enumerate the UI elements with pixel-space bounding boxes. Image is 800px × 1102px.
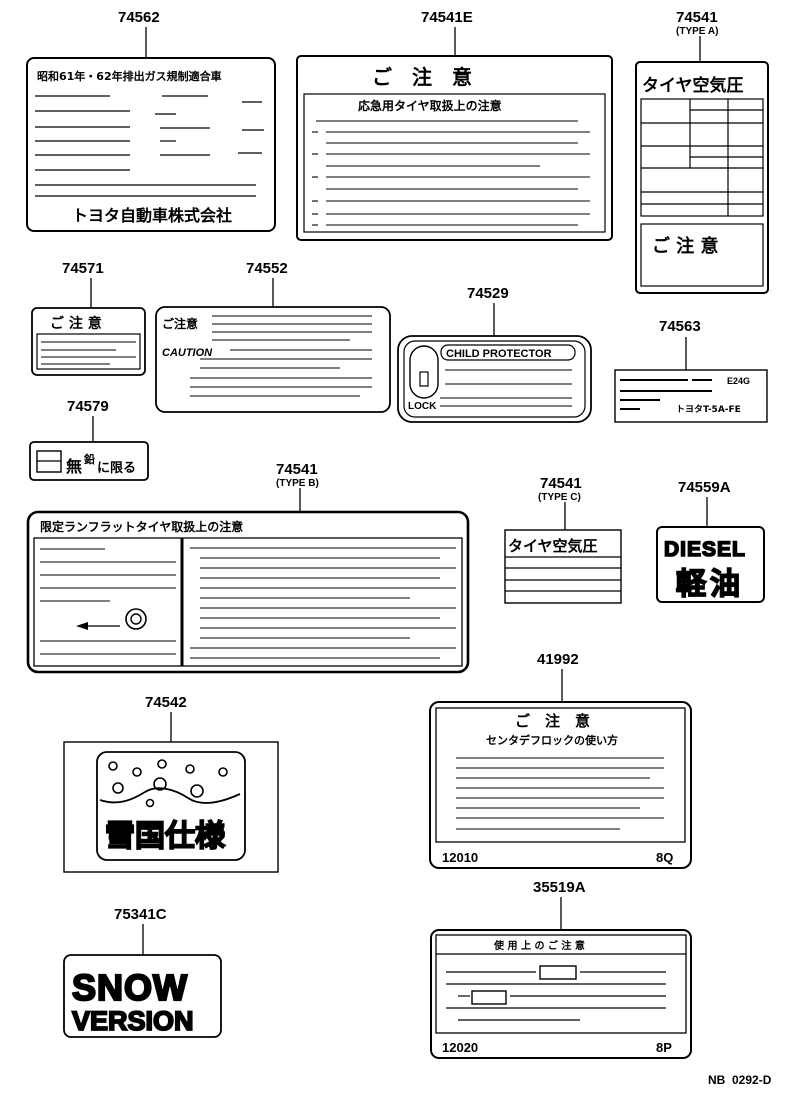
arrow-icon [76, 622, 120, 630]
label-74541-a-caution: ご 注 意 [652, 235, 719, 257]
label-74542-text: 雪国仕様 [105, 819, 226, 854]
label-74579-text3: に限る [97, 461, 136, 476]
label-74579: 74579 無 鉛 に限る [29, 398, 149, 481]
label-74541-type-a: 74541 (TYPE A) タイヤ空気圧 ご 注 意 [635, 9, 769, 294]
snow-hill-icon [99, 787, 241, 804]
label-35519A: 35519A 使 用 上 の ご 注 意 12020 8P [430, 879, 692, 1059]
part-number-41992: 41992 [537, 651, 579, 668]
diagram-reference-code: NB 0292-D [708, 1073, 772, 1087]
label-74563-engine: トヨタT-5A-FE [676, 403, 741, 415]
label-74542: 74542 雪国仕様 [63, 694, 279, 873]
label-75341C-line2: VERSION [72, 1006, 194, 1036]
label-74541-c-title: タイヤ空気圧 [508, 537, 598, 555]
label-41992-title: ご 注 意 [515, 712, 590, 730]
part-number-74541-b: 74541 [276, 461, 318, 478]
label-74529: 74529 CHILD PROTECTOR LOCK [397, 285, 592, 423]
lock-switch-icon [419, 371, 429, 387]
part-number-74559A: 74559A [678, 479, 731, 496]
part-number-74562: 74562 [118, 9, 160, 26]
blank-box [471, 990, 507, 1005]
part-number-74579: 74579 [67, 398, 109, 415]
label-74541-b-title: 限定ランフラットタイヤ取扱上の注意 [40, 519, 243, 534]
label-41992-right-code: 8Q [656, 850, 673, 865]
type-b-tag: (TYPE B) [276, 478, 319, 489]
label-74579-text1: 無 [66, 457, 82, 476]
label-74541E: 74541E ご 注 意 応急用タイヤ取扱上の注意 [296, 9, 613, 241]
label-74529-title: CHILD PROTECTOR [446, 348, 552, 360]
label-74559A: 74559A DIESEL 軽油 [656, 479, 765, 603]
part-number-74542: 74542 [145, 694, 187, 711]
part-number-74541-a: 74541 [676, 9, 718, 26]
part-number-74571: 74571 [62, 260, 104, 277]
target-icon [125, 608, 147, 630]
label-35519A-right-code: 8P [656, 1040, 672, 1055]
label-74562-footer: トヨタ自動車株式会社 [72, 206, 232, 225]
part-number-75341C: 75341C [114, 906, 167, 923]
label-74563: 74563 E24G トヨタT-5A-FE [614, 318, 768, 423]
part-number-35519A: 35519A [533, 879, 586, 896]
label-74541-type-b: 74541 (TYPE B) 限定ランフラットタイヤ取扱上の注意 [26, 461, 470, 674]
type-c-tag: (TYPE C) [538, 492, 581, 503]
part-number-74563: 74563 [659, 318, 701, 335]
label-74541E-subtitle: 応急用タイヤ取扱上の注意 [358, 98, 502, 113]
part-number-74541E: 74541E [421, 9, 473, 26]
part-number-74552: 74552 [246, 260, 288, 277]
type-a-tag: (TYPE A) [676, 26, 718, 37]
label-74562: 74562 昭和61年・62年排出ガス規制適合車 トヨタ自動車株式会社 [26, 9, 276, 232]
label-74552-caution: CAUTION [162, 347, 213, 359]
label-74552-title: ご注意 [162, 316, 198, 331]
snowflake-dots-icon [108, 759, 228, 808]
blank-box [539, 965, 577, 980]
label-74541-type-c: 74541 (TYPE C) タイヤ空気圧 [504, 475, 622, 604]
label-74541E-title: ご 注 意 [372, 65, 472, 89]
label-41992-left-code: 12010 [442, 850, 478, 865]
label-41992: 41992 ご 注 意 センタデフロックの使い方 12010 8Q [429, 651, 692, 869]
label-35519A-title: 使 用 上 の ご 注 意 [493, 939, 585, 952]
label-74571: 74571 ご 注 意 [31, 260, 146, 376]
label-74552: 74552 ご注意 CAUTION [155, 260, 391, 413]
label-41992-subtitle: センタデフロックの使い方 [486, 733, 618, 747]
label-35519A-left-code: 12020 [442, 1040, 478, 1055]
label-74559A-text1: DIESEL [664, 538, 746, 561]
label-74541-a-title: タイヤ空気圧 [642, 75, 744, 96]
label-74571-title: ご 注 意 [50, 315, 102, 332]
part-number-74529: 74529 [467, 285, 509, 302]
label-74579-text2: 鉛 [84, 452, 95, 466]
label-74563-code: E24G [727, 376, 750, 386]
label-75341C: 75341C SNOW VERSION [63, 906, 222, 1038]
part-number-74541-c: 74541 [540, 475, 582, 492]
label-75341C-line1: SNOW [72, 967, 188, 1008]
label-74559A-text2: 軽油 [676, 567, 744, 602]
label-74562-header: 昭和61年・62年排出ガス規制適合車 [37, 69, 222, 83]
label-74529-lock: LOCK [408, 401, 437, 412]
